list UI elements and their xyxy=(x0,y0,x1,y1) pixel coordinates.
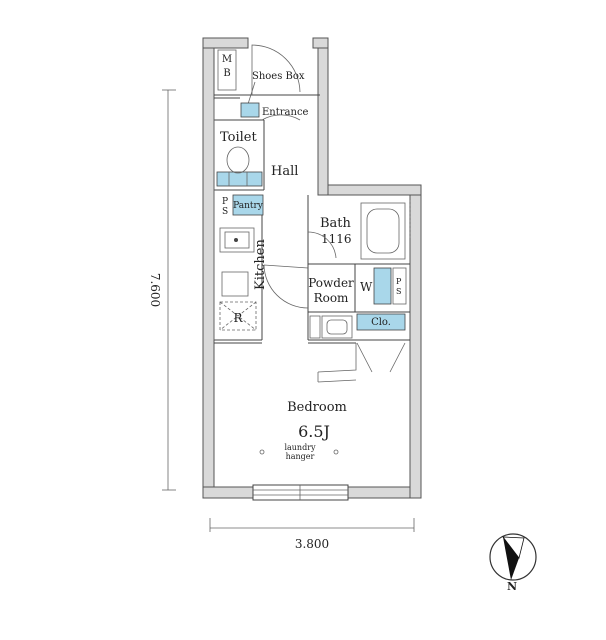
mb-label: M xyxy=(222,54,232,65)
entrance-label: Entrance xyxy=(262,107,309,118)
kitchen-label: Kitchen xyxy=(253,239,268,290)
height-dim-label: 7.600 xyxy=(148,273,162,307)
hall-label: Hall xyxy=(271,164,298,179)
bedroom-label: Bedroom xyxy=(287,400,347,415)
entrance-door xyxy=(251,44,301,95)
ps-right xyxy=(392,267,407,305)
bottom-window xyxy=(252,484,349,501)
compass-north-label: N xyxy=(507,580,517,593)
closet-doors xyxy=(356,342,406,373)
compass-icon xyxy=(489,533,537,581)
partitions xyxy=(213,94,410,344)
pantry-label: Pantry xyxy=(233,201,264,211)
mb-cabinet xyxy=(217,49,237,91)
toilet-door xyxy=(261,114,301,121)
laundry-label-2: hanger xyxy=(286,452,315,461)
bedroom-door xyxy=(317,343,357,373)
closet-label: Clo. xyxy=(371,317,391,328)
washbasin xyxy=(321,315,353,339)
bath-label: Bath xyxy=(320,216,352,231)
left-wall xyxy=(202,37,215,499)
ps-label-2: S xyxy=(222,207,228,217)
ps-label: P xyxy=(222,197,228,207)
bath-top-wall xyxy=(317,184,422,196)
powder-room-label-2: Room xyxy=(314,291,349,305)
shoes-box-label: Shoes Box xyxy=(252,71,305,82)
ps-right-label-2: S xyxy=(396,287,401,296)
laundry-hook-left xyxy=(259,449,265,455)
right-wall xyxy=(409,184,422,499)
fridge xyxy=(219,301,257,331)
top-wall-left xyxy=(202,37,249,49)
mb-label-2: B xyxy=(223,68,230,79)
bath-door xyxy=(307,231,337,259)
toilet-label: Toilet xyxy=(220,130,257,145)
laundry-label: laundry xyxy=(284,443,316,452)
pantry xyxy=(232,194,264,216)
bathtub xyxy=(360,202,406,260)
width-dimension xyxy=(209,518,415,532)
kitchen-door xyxy=(263,264,309,309)
bedroom-size: 6.5J xyxy=(298,422,330,441)
powder-room-label: Powder xyxy=(308,276,354,290)
kitchen-sink xyxy=(219,227,255,253)
ps-small xyxy=(309,315,321,339)
washer-label: W xyxy=(360,280,373,294)
ps-right-label: P xyxy=(396,277,402,286)
shoes-box xyxy=(240,102,260,118)
hall-right-wall xyxy=(317,37,329,196)
bath-size: 1116 xyxy=(321,232,352,246)
toilet-fixture xyxy=(216,146,263,187)
washer-space xyxy=(373,267,392,305)
width-dim-label: 3.800 xyxy=(295,537,329,551)
fridge-label: R xyxy=(233,311,243,325)
laundry-hook-right xyxy=(333,449,339,455)
closet xyxy=(356,313,406,331)
height-dimension xyxy=(162,89,176,491)
top-wall-right xyxy=(312,37,329,49)
stove xyxy=(221,271,249,297)
